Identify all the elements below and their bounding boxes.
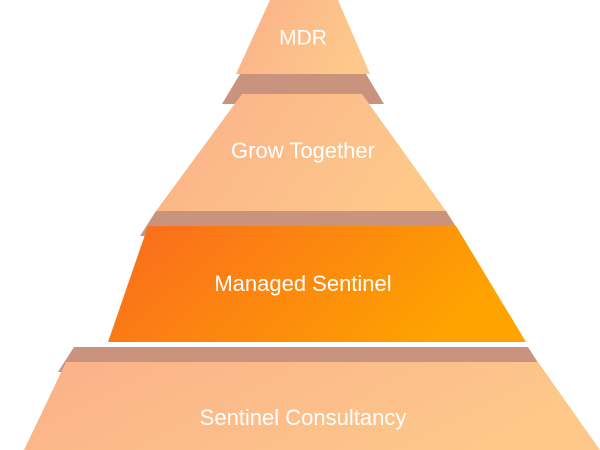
pyramid-tier-managed-sentinel: Managed Sentinel — [108, 226, 526, 342]
pyramid-tier-grow-together: Grow Together — [156, 94, 446, 211]
tier-label: Grow Together — [231, 138, 375, 163]
tier-shape — [236, 0, 370, 74]
pyramid-tier-mdr: MDR — [236, 0, 370, 74]
tier-shape — [24, 362, 600, 450]
tier-shape — [156, 94, 446, 211]
tier-label: MDR — [279, 27, 327, 50]
tier-label: Sentinel Consultancy — [200, 405, 407, 430]
pyramid-tier-sentinel-consultancy: Sentinel Consultancy — [24, 362, 600, 450]
tier-shape-highlighted — [108, 226, 526, 342]
tier-label: Managed Sentinel — [214, 271, 391, 296]
